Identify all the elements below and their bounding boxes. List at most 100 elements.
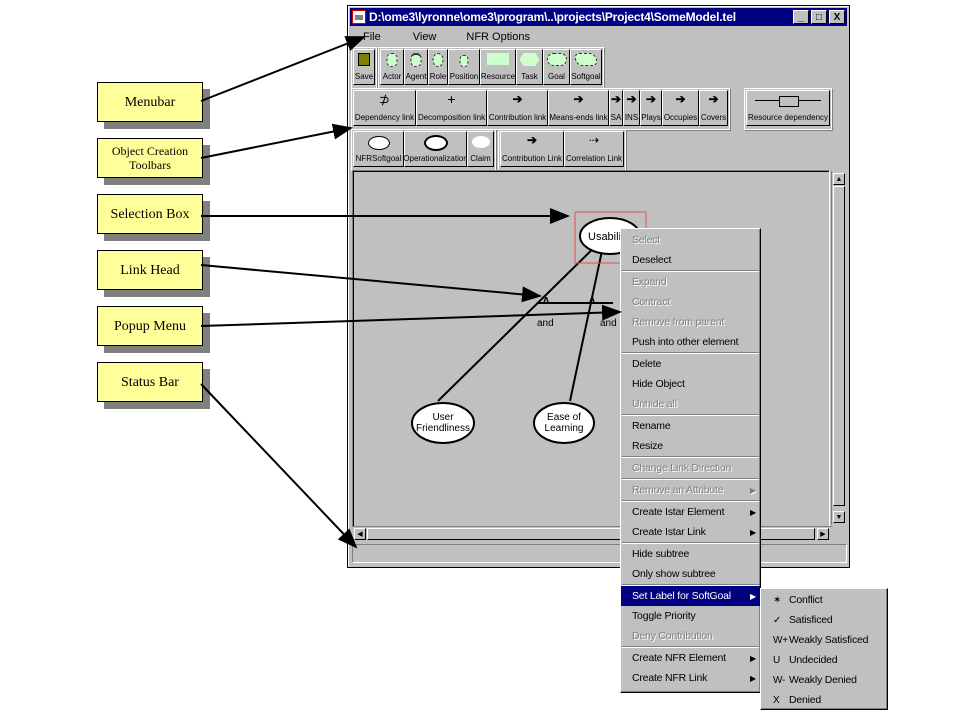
actor-button[interactable]: Actor bbox=[380, 49, 404, 85]
nfr-softgoal-button[interactable]: NFRSoftgoal bbox=[353, 131, 404, 167]
save-button[interactable]: Save bbox=[353, 49, 375, 85]
softgoal-node-user-friendliness[interactable]: User Friendliness bbox=[411, 402, 475, 444]
arrow-right-icon: ➔ bbox=[526, 133, 538, 147]
node-label: Usability bbox=[588, 231, 630, 243]
button-label: Correlation Link bbox=[565, 154, 623, 163]
scroll-thumb[interactable] bbox=[833, 186, 845, 506]
popup-item-select[interactable]: Select bbox=[621, 230, 760, 250]
menu-view[interactable]: View bbox=[412, 31, 437, 43]
button-label: Claim bbox=[470, 154, 491, 163]
toolbar-resource-dependency: Resource dependency bbox=[744, 88, 832, 130]
correlation-link-button[interactable]: ⇢ Correlation Link bbox=[564, 131, 624, 167]
decomposition-link-icon: + bbox=[447, 91, 456, 107]
popup-item-create-istar-element[interactable]: Create Istar Element▶ bbox=[621, 502, 760, 522]
ins-link-button[interactable]: ➔INS bbox=[623, 90, 640, 126]
popup-item-only-show-subtree[interactable]: Only show subtree bbox=[621, 564, 760, 584]
submenu-item-satisficed[interactable]: ✓Satisficed bbox=[761, 610, 887, 630]
popup-item-push-into-other-element[interactable]: Push into other element bbox=[621, 332, 760, 352]
button-label: Agent bbox=[405, 72, 427, 81]
close-button[interactable]: X bbox=[829, 10, 845, 24]
vertical-scrollbar[interactable]: ▲ ▼ bbox=[831, 171, 846, 525]
contribution-link-nfr-button[interactable]: ➔Contribution Link bbox=[500, 131, 564, 167]
link-line[interactable] bbox=[437, 230, 612, 402]
popup-item-rename[interactable]: Rename bbox=[621, 416, 760, 436]
menu-separator bbox=[622, 352, 759, 354]
popup-item-create-istar-link[interactable]: Create Istar Link▶ bbox=[621, 522, 760, 542]
menu-item-label: Create NFR Link bbox=[632, 672, 708, 684]
popup-item-contract[interactable]: Contract bbox=[621, 292, 760, 312]
plays-link-button[interactable]: ➔Plays bbox=[640, 90, 662, 126]
softgoal-icon bbox=[575, 53, 597, 66]
resource-dependency-button[interactable]: Resource dependency bbox=[746, 90, 830, 126]
menu-item-label: Delete bbox=[632, 358, 662, 370]
button-label: Goal bbox=[548, 72, 565, 81]
popup-item-remove-from-parent[interactable]: Remove from parent bbox=[621, 312, 760, 332]
popup-item-expand[interactable]: Expand bbox=[621, 272, 760, 292]
button-label: Plays bbox=[641, 113, 661, 122]
popup-item-create-nfr-element[interactable]: Create NFR Element▶ bbox=[621, 648, 760, 668]
scroll-down-button[interactable]: ▼ bbox=[833, 511, 845, 523]
link-line[interactable] bbox=[569, 245, 604, 402]
minimize-button[interactable]: _ bbox=[793, 10, 809, 24]
goal-button[interactable]: Goal bbox=[543, 49, 570, 85]
position-button[interactable]: Position bbox=[448, 49, 480, 85]
agent-button[interactable]: Agent bbox=[404, 49, 428, 85]
softgoal-button[interactable]: Softgoal bbox=[570, 49, 602, 85]
popup-item-toggle-priority[interactable]: Toggle Priority bbox=[621, 606, 760, 626]
maximize-button[interactable]: □ bbox=[811, 10, 827, 24]
callout-popup-menu: Popup Menu bbox=[97, 306, 203, 346]
submenu-arrow-icon: ▶ bbox=[750, 673, 756, 683]
claim-button[interactable]: Claim bbox=[467, 131, 494, 167]
scroll-left-button[interactable]: ◀ bbox=[354, 528, 366, 540]
popup-item-set-label-for-softgoal[interactable]: Set Label for SoftGoal▶ bbox=[621, 586, 760, 606]
menu-nfr-options[interactable]: NFR Options bbox=[466, 31, 530, 43]
goal-icon bbox=[546, 53, 567, 66]
title-bar[interactable]: D:\ome3\lyronne\ome3\program\..\projects… bbox=[350, 8, 847, 26]
button-label: Dependency link bbox=[354, 113, 415, 122]
popup-item-hide-object[interactable]: Hide Object bbox=[621, 374, 760, 394]
menu-item-label: Contract bbox=[632, 296, 671, 308]
resource-dependency-icon bbox=[755, 96, 821, 107]
decomposition-link-button[interactable]: +Decomposition link bbox=[416, 90, 487, 126]
scroll-right-button[interactable]: ▶ bbox=[817, 528, 829, 540]
submenu-item-conflict[interactable]: ✶Conflict bbox=[761, 590, 887, 610]
popup-item-unhide-all[interactable]: Unhide all bbox=[621, 394, 760, 414]
role-button[interactable]: Role bbox=[428, 49, 448, 85]
dependency-link-icon: ⊅ bbox=[379, 92, 390, 107]
popup-item-create-nfr-link[interactable]: Create NFR Link ▶ bbox=[621, 668, 760, 688]
dependency-link-button[interactable]: ⊅ Dependency link bbox=[353, 90, 416, 126]
resource-button[interactable]: Resource bbox=[480, 49, 516, 85]
button-label: Means-ends link bbox=[549, 113, 608, 122]
submenu-item-weakly-satisficed[interactable]: W+Weakly Satisficed bbox=[761, 630, 887, 650]
menu-item-label: Remove from parent bbox=[632, 316, 725, 328]
popup-item-change-link-direction[interactable]: Change Link Direction bbox=[621, 458, 760, 478]
scroll-up-button[interactable]: ▲ bbox=[833, 173, 845, 185]
dotted-arrow-icon: ⇢ bbox=[588, 133, 600, 147]
occupies-link-button[interactable]: ➔Occupies bbox=[662, 90, 699, 126]
button-label: Operationalization bbox=[403, 154, 468, 163]
popup-item-remove-an-attribute[interactable]: Remove an Attribute▶ bbox=[621, 480, 760, 500]
sa-link-button[interactable]: ➔SA bbox=[609, 90, 623, 126]
popup-item-hide-subtree[interactable]: Hide subtree bbox=[621, 544, 760, 564]
popup-item-resize[interactable]: Resize bbox=[621, 436, 760, 456]
popup-item-deselect[interactable]: Deselect bbox=[621, 250, 760, 270]
callout-label: Selection Box bbox=[110, 206, 190, 222]
softgoal-node-ease-of-learning[interactable]: Ease of Learning bbox=[533, 402, 595, 444]
node-label: Friendliness bbox=[416, 423, 470, 434]
menu-item-label: Create Istar Link bbox=[632, 526, 706, 538]
label-glyph-icon: U bbox=[773, 654, 781, 666]
contribution-link-button[interactable]: ➔Contribution link bbox=[487, 90, 548, 126]
submenu-item-weakly-denied[interactable]: W-Weakly Denied bbox=[761, 670, 887, 690]
menu-item-label: Push into other element bbox=[632, 336, 739, 348]
task-button[interactable]: Task bbox=[516, 49, 543, 85]
popup-item-deny-contribution[interactable]: Deny Contribution bbox=[621, 626, 760, 646]
operationalization-button[interactable]: Operationalization bbox=[403, 131, 468, 167]
means-ends-link-button[interactable]: ➔Means-ends link bbox=[548, 90, 609, 126]
covers-link-button[interactable]: ➔Covers bbox=[699, 90, 728, 126]
link-label-and: and bbox=[600, 318, 617, 329]
menu-file[interactable]: File bbox=[363, 31, 381, 43]
menu-item-label: Only show subtree bbox=[632, 568, 716, 580]
popup-item-delete[interactable]: Delete bbox=[621, 354, 760, 374]
